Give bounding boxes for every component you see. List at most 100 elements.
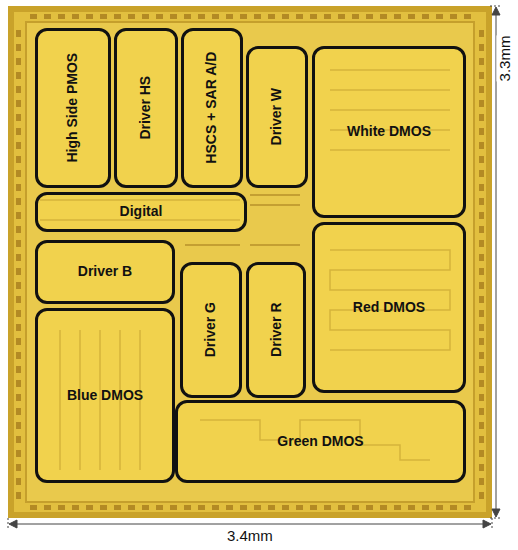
bond-pad xyxy=(352,505,359,510)
bond-pad xyxy=(16,44,21,51)
bond-pad xyxy=(338,505,345,510)
bond-pad xyxy=(479,212,484,219)
bond-pad xyxy=(16,72,21,79)
bond-pad xyxy=(198,14,205,19)
block-label: Driver W xyxy=(269,88,284,146)
bond-pad xyxy=(86,14,93,19)
bond-pad xyxy=(16,282,21,289)
bond-pad xyxy=(16,394,21,401)
bond-pad xyxy=(479,184,484,191)
bond-pad xyxy=(296,505,303,510)
bond-pad xyxy=(324,505,331,510)
bond-pad xyxy=(128,14,135,19)
bond-pad xyxy=(394,14,401,19)
bond-pad xyxy=(198,505,205,510)
bond-pad xyxy=(212,14,219,19)
bond-pad xyxy=(16,170,21,177)
bond-pad xyxy=(479,352,484,359)
bond-pad xyxy=(422,505,429,510)
bond-pad xyxy=(44,14,51,19)
block-label: Driver G xyxy=(203,302,218,357)
bond-pad xyxy=(86,505,93,510)
block-label: Red DMOS xyxy=(353,300,425,315)
bond-pad xyxy=(16,408,21,415)
bond-pad xyxy=(16,380,21,387)
bond-pad xyxy=(479,324,484,331)
bond-pad xyxy=(72,14,79,19)
bond-pad xyxy=(464,505,471,510)
bond-pad xyxy=(16,436,21,443)
chip-block: Blue DMOS xyxy=(35,308,175,483)
bond-pad xyxy=(226,505,233,510)
bond-pad xyxy=(170,14,177,19)
chip-block: HSCS + SAR A/D xyxy=(181,28,243,188)
bond-pad xyxy=(142,505,149,510)
block-label: Blue DMOS xyxy=(67,388,143,403)
bond-pad xyxy=(100,505,107,510)
bond-pad xyxy=(16,296,21,303)
bond-pad xyxy=(479,58,484,65)
bond-pad xyxy=(16,254,21,261)
bond-pad xyxy=(16,338,21,345)
bond-pad xyxy=(16,226,21,233)
bond-pad xyxy=(479,198,484,205)
dimension-lines xyxy=(8,6,500,528)
block-label: Driver B xyxy=(78,264,132,279)
block-label: Driver R xyxy=(268,303,283,357)
bond-pad xyxy=(16,30,21,37)
bond-pad xyxy=(184,505,191,510)
chip-block: Digital xyxy=(35,192,247,232)
chip-block: Driver W xyxy=(246,46,308,188)
bond-pad xyxy=(16,100,21,107)
bond-pad xyxy=(268,14,275,19)
bond-pad xyxy=(479,114,484,121)
bond-pad xyxy=(16,324,21,331)
bond-pad xyxy=(479,296,484,303)
bond-pad xyxy=(380,14,387,19)
bond-pad xyxy=(324,14,331,19)
bond-pad xyxy=(282,505,289,510)
chip-block: Driver R xyxy=(246,262,306,398)
bond-pad xyxy=(114,505,121,510)
bond-pad xyxy=(366,505,373,510)
block-label: High Side PMOS xyxy=(65,53,80,163)
bond-pad xyxy=(479,254,484,261)
bond-pad xyxy=(479,86,484,93)
bond-pad xyxy=(479,408,484,415)
bond-pad xyxy=(394,505,401,510)
block-label: White DMOS xyxy=(347,124,431,139)
die-edge xyxy=(8,6,492,518)
chip-block: Green DMOS xyxy=(175,400,466,483)
bond-pad xyxy=(16,478,21,485)
bond-pad xyxy=(16,352,21,359)
bond-pad xyxy=(58,505,65,510)
bond-pad xyxy=(254,505,261,510)
bond-pad xyxy=(338,14,345,19)
bond-pad xyxy=(479,436,484,443)
bond-pad xyxy=(479,464,484,471)
bond-pad xyxy=(479,142,484,149)
bond-pad xyxy=(479,380,484,387)
bond-pad xyxy=(479,478,484,485)
bond-pad xyxy=(479,156,484,163)
bond-pad xyxy=(16,128,21,135)
chip-block: Red DMOS xyxy=(312,222,466,393)
bond-pad xyxy=(156,14,163,19)
bond-pad xyxy=(479,240,484,247)
bond-pad xyxy=(16,114,21,121)
bond-pad xyxy=(366,14,373,19)
dimension-label: 3.3mm xyxy=(496,35,513,81)
bond-pad xyxy=(16,240,21,247)
bond-pad xyxy=(16,58,21,65)
bond-pad xyxy=(479,30,484,37)
bond-pad xyxy=(479,44,484,51)
dimension-label: 3.4mm xyxy=(224,527,276,544)
bond-pad xyxy=(16,464,21,471)
bond-pad xyxy=(450,505,457,510)
bond-pad xyxy=(408,505,415,510)
block-label: Green DMOS xyxy=(277,434,363,449)
bond-pad xyxy=(422,14,429,19)
bond-pad xyxy=(16,310,21,317)
bond-pad xyxy=(479,282,484,289)
